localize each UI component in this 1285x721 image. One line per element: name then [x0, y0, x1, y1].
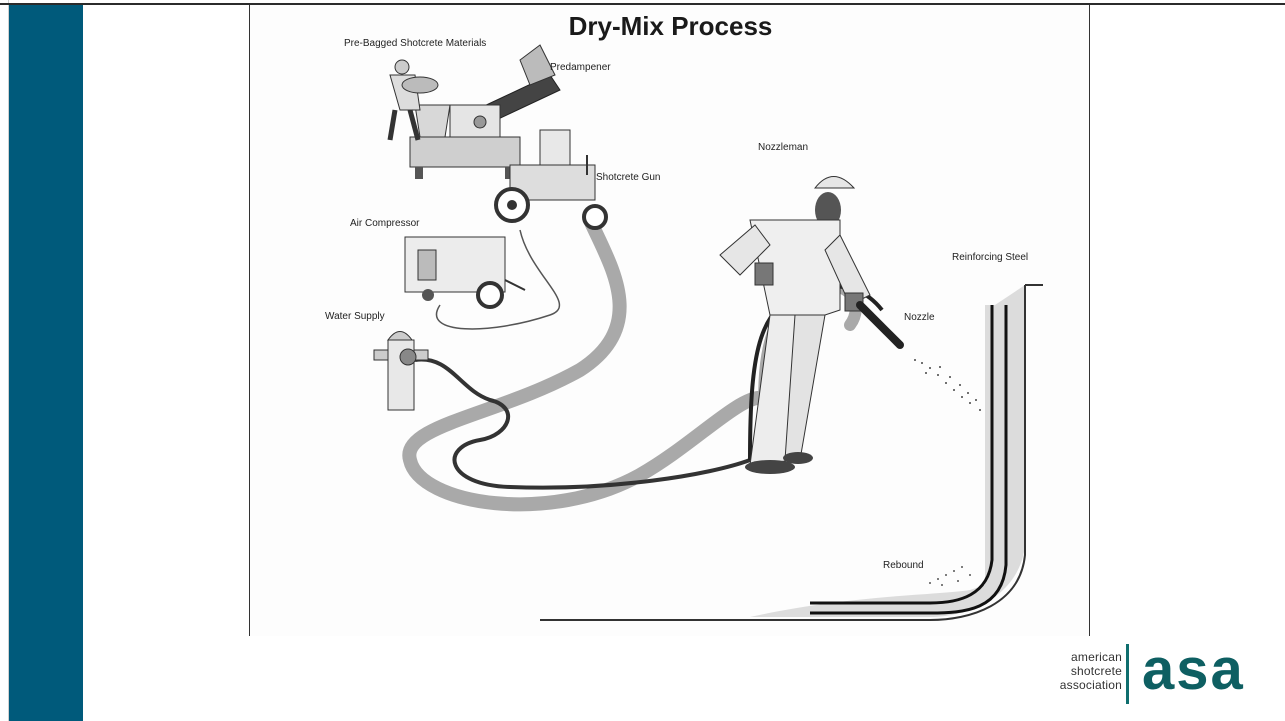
rebound-pile [929, 566, 971, 586]
fire-hydrant [373, 331, 429, 411]
asa-logo: american shotcrete association asa [1010, 637, 1280, 710]
logo-line-association: association [1059, 678, 1122, 692]
shotcrete-gun [494, 129, 608, 230]
water-hose [414, 357, 751, 490]
label-reinforcing-steel: Reinforcing Steel [952, 252, 1029, 263]
dry-mix-diagram [373, 44, 1043, 621]
slide-title: Dry-Mix Process [568, 11, 773, 41]
shotcrete-wall [540, 284, 1043, 621]
left-frame [0, 0, 9, 721]
air-compressor [404, 236, 526, 309]
label-nozzle: Nozzle [904, 312, 935, 323]
accent-sidebar [9, 5, 83, 721]
materials-worker [387, 59, 439, 141]
logo-line-shotcrete: shotcrete [1070, 664, 1122, 678]
material-hose [402, 213, 781, 512]
label-rebound: Rebound [883, 560, 924, 571]
logo-line-american: american [1071, 650, 1122, 664]
logo-divider [1126, 644, 1129, 704]
label-predampener: Predampener [550, 62, 611, 73]
logo-mark: asa [1142, 637, 1245, 702]
label-pre-bagged-materials: Pre-Bagged Shotcrete Materials [344, 38, 487, 49]
slide-panel: Dry-Mix Process Pre-Bagged Shotcrete Mat… [249, 5, 1090, 636]
logo-wordmark: american shotcrete association [1060, 650, 1122, 692]
label-air-compressor: Air Compressor [350, 218, 420, 229]
top-border-rule [0, 3, 1285, 5]
predampener-machine [409, 44, 561, 179]
nozzleman-figure [719, 176, 904, 474]
spray [914, 359, 981, 411]
label-water-supply: Water Supply [325, 311, 385, 322]
air-line [435, 229, 561, 330]
label-shotcrete-gun: Shotcrete Gun [596, 172, 661, 183]
label-nozzleman: Nozzleman [758, 142, 809, 153]
